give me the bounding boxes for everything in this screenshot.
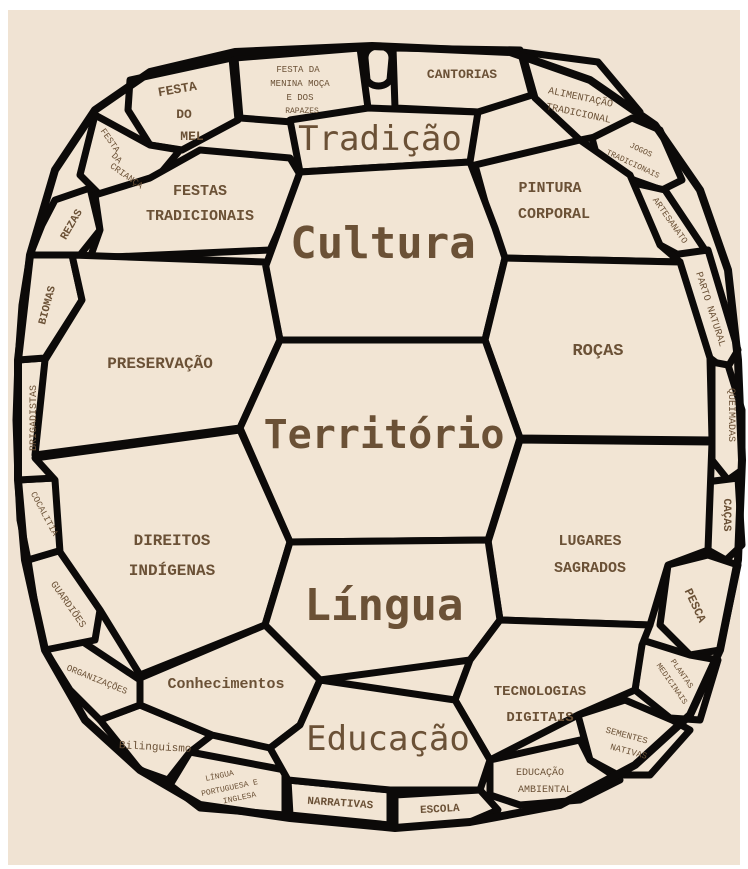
- label-mel: MEL: [180, 129, 204, 144]
- label-rocas: ROÇAS: [572, 342, 623, 361]
- label-conhecimentos: Conhecimentos: [167, 676, 284, 693]
- label-escola: ESCOLA: [420, 803, 461, 817]
- label-educacao-amb: EDUCAÇÃO: [516, 766, 564, 779]
- label-queimadas: QUEIMADAS: [725, 388, 736, 442]
- label-indigenas: INDÍGENAS: [129, 561, 216, 580]
- label-lugares: LUGARES: [558, 533, 621, 550]
- label-tradicao: Tradição: [298, 119, 462, 159]
- label-e-dos: E DOS: [286, 93, 313, 103]
- label-ambiental: AMBIENTAL: [518, 785, 572, 796]
- label-brigadistas: BRIGADISTAS: [29, 385, 40, 451]
- label-preservacao: PRESERVAÇÃO: [107, 354, 213, 373]
- label-educacao: Educação: [306, 719, 470, 759]
- label-festas: FESTAS: [173, 183, 227, 200]
- scute-nuchal: [365, 46, 392, 86]
- label-sagrados: SAGRADOS: [554, 560, 626, 577]
- label-cantorias: CANTORIAS: [427, 67, 497, 82]
- label-direitos: DIREITOS: [134, 532, 211, 550]
- label-digitais: DIGITAIS: [506, 710, 573, 726]
- label-rapazes: RAPAZES: [285, 107, 319, 116]
- label-territorio: Território: [264, 412, 505, 458]
- label-do: DO: [176, 107, 192, 122]
- label-menina-moca: MENINA MOÇA: [270, 79, 330, 89]
- label-festa-da: FESTA DA: [276, 65, 320, 75]
- label-tradicionais: TRADICIONAIS: [146, 208, 254, 225]
- label-pintura: PINTURA: [518, 180, 581, 197]
- label-cultura: Cultura: [290, 218, 475, 269]
- label-tecnologias: TECNOLOGIAS: [494, 684, 586, 700]
- label-lingua: Língua: [305, 580, 464, 631]
- label-corporal: CORPORAL: [518, 206, 590, 223]
- label-cacas: CAÇAS: [720, 498, 732, 531]
